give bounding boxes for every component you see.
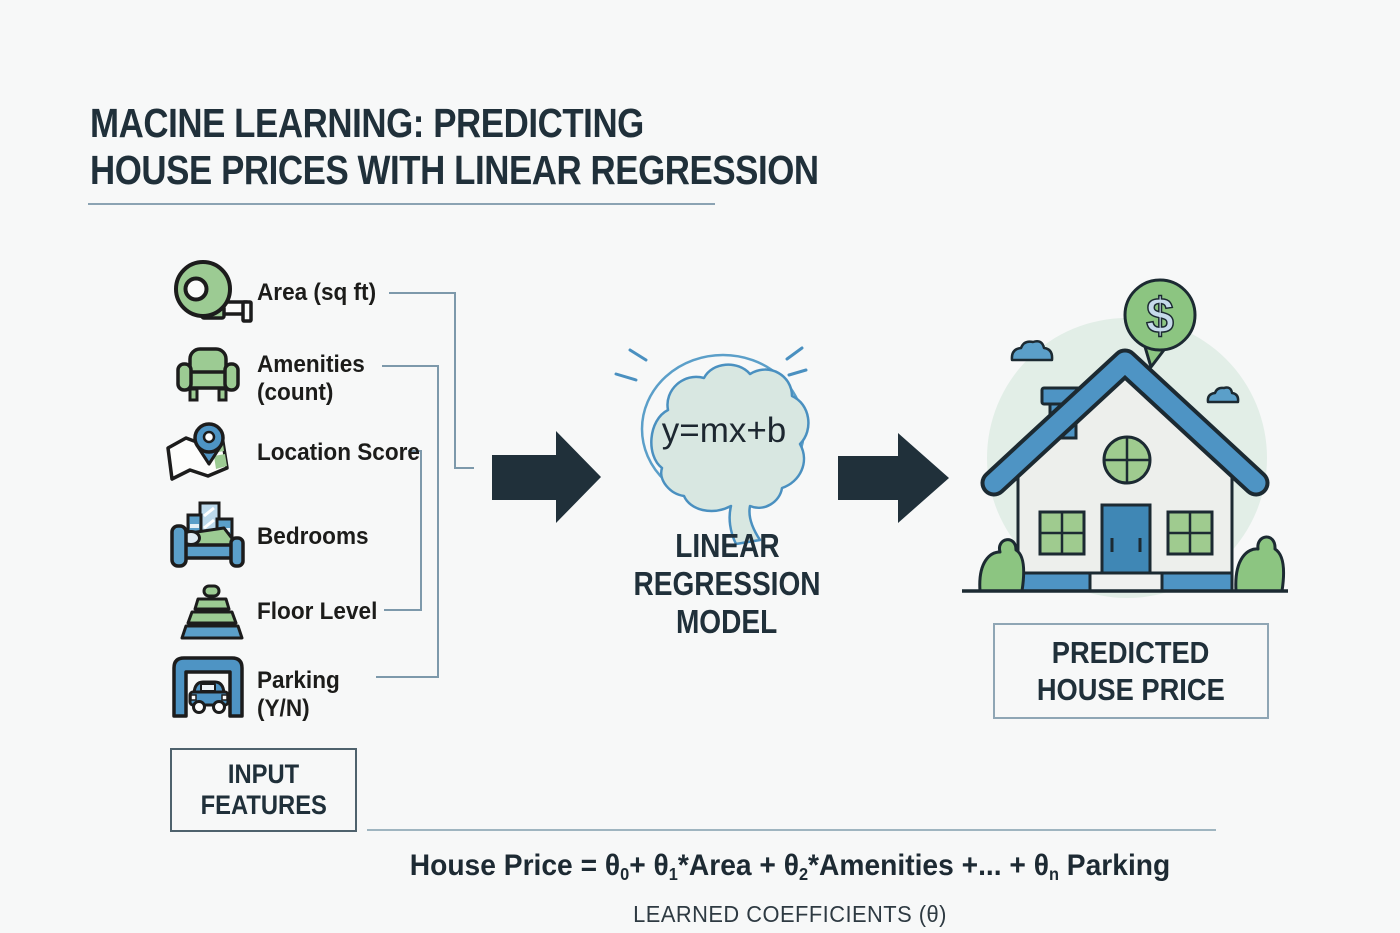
house-base xyxy=(1016,571,1234,593)
feature-label-amenities: Amenities (count) xyxy=(257,351,365,407)
learned-coefficients-note: LEARNED COEFFICIENTS (θ) xyxy=(633,901,947,927)
feature-label-text: Area (sq ft) xyxy=(257,279,377,306)
feature-label-text: Amenities xyxy=(257,351,365,378)
house-illustration: $ xyxy=(962,278,1288,598)
sparkle-icon xyxy=(614,346,808,382)
side-window xyxy=(1038,510,1214,556)
feature-label-area: Area (sq ft) xyxy=(257,279,376,307)
garage-car-icon xyxy=(172,656,244,718)
map-pin-icon xyxy=(166,422,229,481)
feature-label-location: Location Score xyxy=(257,439,420,467)
feature-label-floor: Floor Level xyxy=(257,598,377,626)
flow-arrow-right-icon xyxy=(838,433,949,523)
front-door xyxy=(1100,503,1152,575)
connector-lines xyxy=(376,292,474,678)
page-title-line1: MACINE LEARNING: PREDICTING xyxy=(90,100,644,146)
input-box-line2: FEATURES xyxy=(200,790,327,820)
title-underline xyxy=(88,203,715,205)
feature-label-parking: Parking (Y/N) xyxy=(257,667,340,723)
page-title-line2: HOUSE PRICES WITH LINEAR REGRESSION xyxy=(90,147,819,193)
flow-arrow-left-icon xyxy=(492,431,601,523)
feature-label-text: Parking xyxy=(257,667,340,694)
bed-icon xyxy=(170,501,245,568)
feature-sublabel-text: (Y/N) xyxy=(257,695,310,722)
model-label: LINEAR REGRESSION MODEL xyxy=(577,527,877,641)
output-box-line2: HOUSE PRICE xyxy=(1037,672,1225,707)
armchair-icon xyxy=(176,347,240,402)
model-label-line2: REGRESSION xyxy=(633,565,821,602)
feature-label-text: Floor Level xyxy=(257,598,378,625)
model-label-line3: MODEL xyxy=(676,603,778,640)
feature-sublabel-text: (count) xyxy=(257,379,334,406)
input-box-line1: INPUT xyxy=(227,759,300,789)
dollar-sign: $ xyxy=(1146,288,1174,344)
bottom-separator-line xyxy=(367,829,1216,831)
output-box-line1: PREDICTED xyxy=(1052,635,1210,670)
stacked-floors-icon xyxy=(180,584,244,640)
cloud-icon xyxy=(1010,340,1240,404)
roof xyxy=(980,348,1270,497)
page-title: MACINE LEARNING: PREDICTING HOUSE PRICES… xyxy=(90,100,819,194)
feature-label-text: Bedrooms xyxy=(257,523,369,550)
input-features-box: INPUT FEATURES xyxy=(170,748,357,832)
model-label-line1: LINEAR xyxy=(674,527,780,564)
feature-label-bedrooms: Bedrooms xyxy=(257,523,369,551)
bush-icon xyxy=(978,535,1286,593)
brain-icon: y=mx+b xyxy=(614,346,810,546)
predicted-house-price-box: PREDICTED HOUSE PRICE xyxy=(993,623,1269,719)
round-window xyxy=(1102,435,1152,485)
price-formula: House Price = θ0+ θ1*Area + θ2*Amenities… xyxy=(409,849,1171,884)
feature-label-text: Location Score xyxy=(257,439,420,466)
model-equation: y=mx+b xyxy=(662,411,787,450)
price-bubble-icon: $ xyxy=(1123,278,1197,369)
tape-measure-icon xyxy=(174,260,253,323)
